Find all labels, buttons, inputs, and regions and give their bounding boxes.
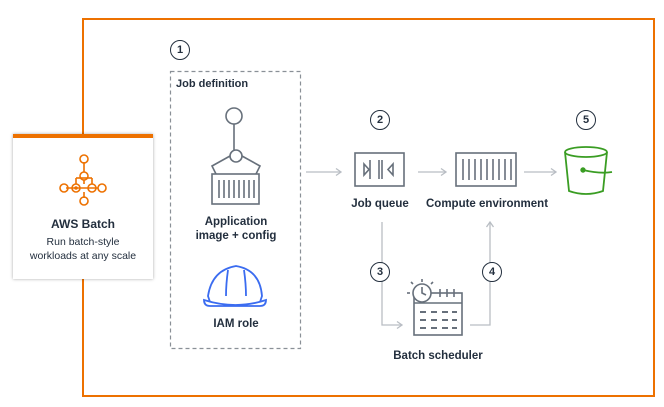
step-badge-2: 2 [370,110,390,130]
arrowhead [396,320,404,330]
arrow-queue-to-scheduler [381,222,402,326]
container-icon [455,152,517,187]
s3-bucket-icon [564,146,613,195]
job-queue-label: Job queue [351,198,409,210]
step-badge-3: 3 [370,262,390,282]
arrowhead [485,220,495,228]
application-label-line2: image + config [195,230,277,242]
batch-network-icon [59,154,107,206]
job-definition-title: Job definition [176,78,249,90]
job-definition-box [169,70,302,350]
step-badge-4: 4 [482,262,502,282]
arrow-scheduler-to-compute [470,222,491,326]
aws-batch-description-line2: workloads at any scale [29,250,137,262]
aws-batch-description-line1: Run batch-style [46,236,120,248]
iam-role-label: IAM role [213,318,259,330]
queue-icon [354,152,405,187]
application-label-line1: Application [204,216,268,228]
step-badge-5: 5 [576,110,596,130]
step-badge-1: 1 [170,40,190,60]
calendar-clock-icon [407,279,463,336]
aws-batch-card: AWS Batch Run batch-style workloads at a… [13,134,153,279]
arrowhead [335,167,343,177]
arrowhead [440,167,448,177]
arrowhead [550,167,558,177]
robot-arm-container-icon [210,107,262,205]
batch-scheduler-label: Batch scheduler [393,350,483,362]
aws-batch-title: AWS Batch [50,217,115,231]
hard-hat-icon [203,265,267,307]
compute-environment-label: Compute environment [426,198,549,210]
